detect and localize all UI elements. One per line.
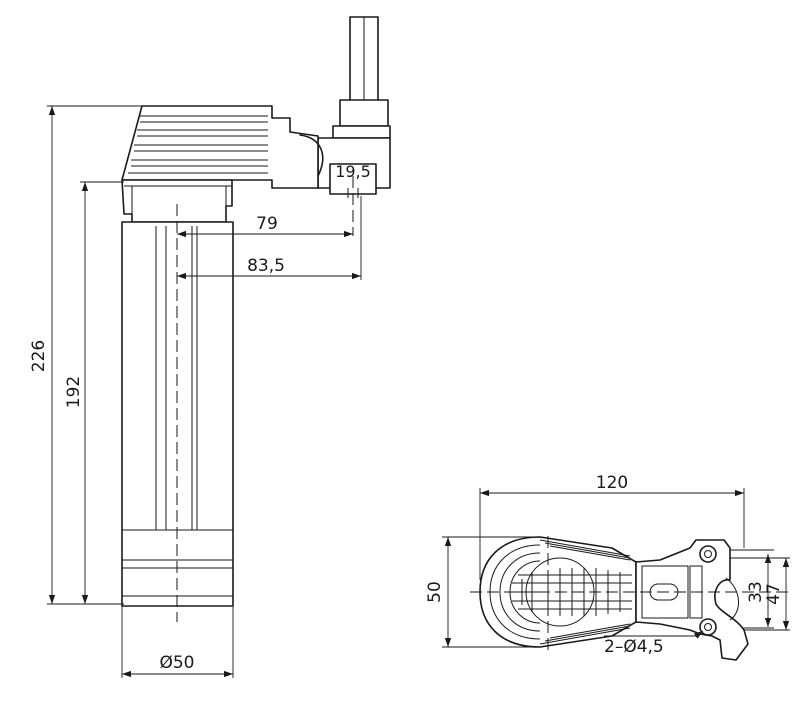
dimension-120: 120 [596,473,628,493]
dimension-47: 47 [764,583,784,605]
dimension-79: 79 [256,214,278,234]
motor-head [121,105,324,223]
cable-connector [317,99,391,198]
dimension-226: 226 [29,340,49,372]
bracket-outline [635,539,749,661]
mount-hole-bottom [699,618,717,636]
dimension-19-5: 19,5 [335,162,371,181]
cooling-fins [128,115,268,174]
cable [349,16,379,102]
mount-hole-top [699,545,717,563]
dimension-50: 50 [425,581,445,603]
holes-callout: 2–Ø4,5 [604,637,664,657]
dimension-d50: Ø50 [159,653,194,673]
side-view: 226 192 79 83,5 19,5 Ø50 [29,16,391,678]
dimension-83-5: 83,5 [247,256,285,276]
top-view: 120 50 33 47 2–Ø4,5 [425,473,790,661]
dimension-192: 192 [64,376,84,408]
dimension-33: 33 [746,581,766,603]
